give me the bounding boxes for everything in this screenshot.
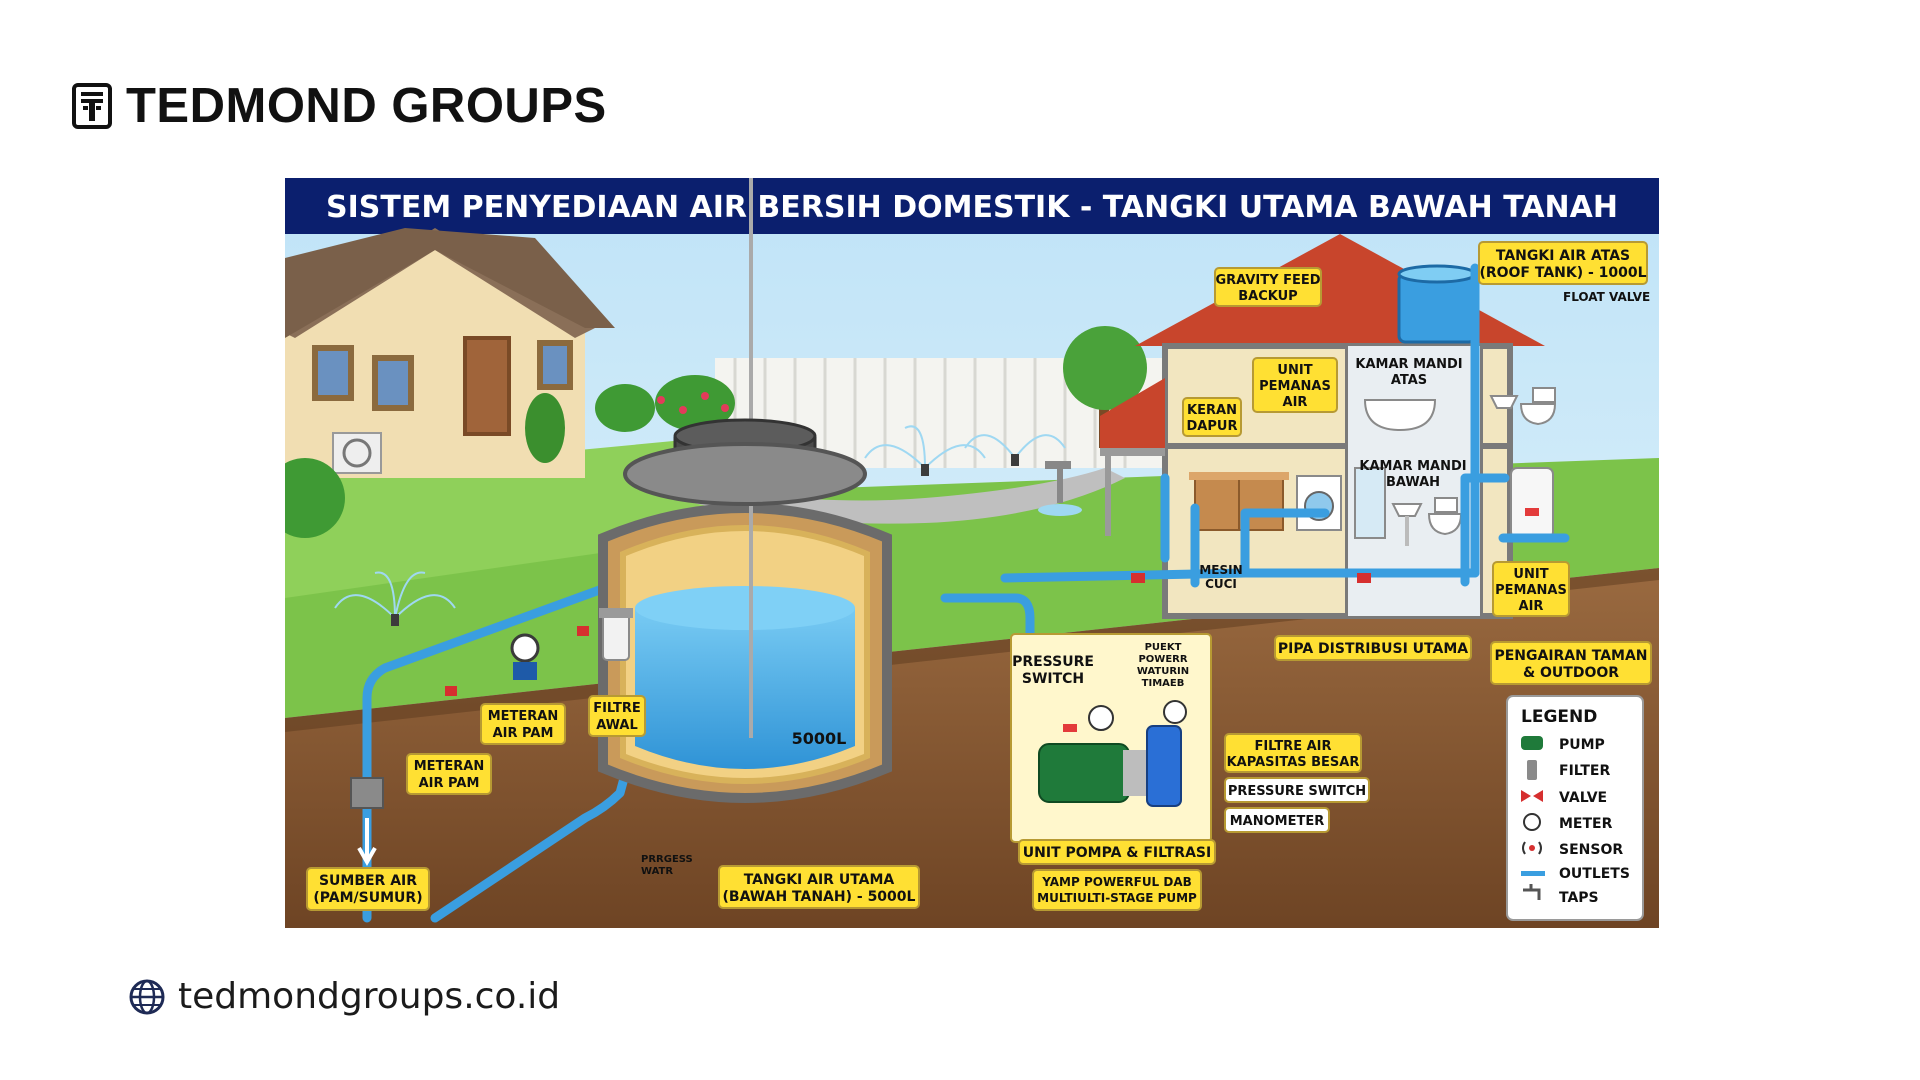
label-pressure-switch-box: PRESSURE SWITCH (1012, 654, 1094, 687)
pump-icon (1521, 736, 1543, 750)
label-meteran-pam-2: METERAN AIR PAM (407, 754, 491, 794)
svg-text:BACKUP: BACKUP (1238, 289, 1297, 304)
svg-text:(BAWAH TANAH) - 5000L: (BAWAH TANAH) - 5000L (723, 889, 916, 905)
brand-title: TEDMOND GROUPS (126, 78, 607, 134)
svg-text:AIR PAM: AIR PAM (419, 776, 480, 791)
svg-text:PIPA DISTRIBUSI UTAMA: PIPA DISTRIBUSI UTAMA (1278, 641, 1468, 657)
svg-text:(PAM/SUMUR): (PAM/SUMUR) (313, 890, 422, 906)
label-tangki-utama: TANGKI AIR UTAMA (BAWAH TANAH) - 5000L (719, 866, 919, 908)
legend-item-label: TAPS (1559, 890, 1599, 906)
prefilter-icon (599, 608, 633, 660)
meter-icon (1524, 814, 1540, 830)
svg-text:SUMBER AIR: SUMBER AIR (319, 873, 417, 889)
label-filtre-awal: FILTRE AWAL (589, 696, 645, 736)
svg-text:WATR: WATR (641, 866, 673, 877)
label-meteran-pam-1: METERAN AIR PAM (481, 704, 565, 744)
svg-text:TIMAEB: TIMAEB (1142, 678, 1185, 689)
label-pipa-distribusi: PIPA DISTRIBUSI UTAMA (1275, 636, 1471, 660)
water-system-diagram: SISTEM PENYEDIAAN AIR BERSIH DOMESTIK - … (285, 178, 1659, 928)
legend: LEGEND PUMP FILTER VALVE METER SENSOR OU… (1507, 696, 1643, 920)
svg-text:PEMANAS: PEMANAS (1259, 379, 1331, 394)
svg-text:KAMAR MANDI: KAMAR MANDI (1355, 357, 1462, 372)
legend-title: LEGEND (1521, 707, 1597, 727)
svg-text:METERAN: METERAN (414, 759, 485, 774)
svg-text:BAWAH: BAWAH (1386, 475, 1440, 490)
svg-text:PENGAIRAN TAMAN: PENGAIRAN TAMAN (1494, 648, 1647, 664)
legend-item-label: PUMP (1559, 737, 1605, 753)
svg-text:GRAVITY FEED: GRAVITY FEED (1216, 273, 1321, 288)
svg-text:MESIN: MESIN (1199, 563, 1242, 577)
svg-text:TANGKI AIR ATAS: TANGKI AIR ATAS (1496, 248, 1630, 264)
legend-item-label: METER (1559, 816, 1613, 832)
legend-item-label: OUTLETS (1559, 866, 1630, 882)
diagram-svg: SISTEM PENYEDIAAN AIR BERSIH DOMESTIK - … (285, 178, 1659, 928)
svg-text:METERAN: METERAN (488, 709, 559, 724)
label-filtre-air: FILTRE AIR KAPASITAS BESAR (1225, 734, 1361, 772)
outlets-icon (1521, 871, 1545, 876)
svg-text:DAPUR: DAPUR (1187, 419, 1238, 434)
legend-item-label: SENSOR (1559, 842, 1623, 858)
svg-text:AWAL: AWAL (596, 718, 638, 733)
svg-text:ATAS: ATAS (1391, 373, 1427, 388)
svg-text:PRRGESS: PRRGESS (641, 854, 693, 865)
svg-text:FILTRE AIR: FILTRE AIR (1254, 739, 1331, 754)
legend-item-label: FILTER (1559, 763, 1610, 779)
website-link[interactable]: tedmondgroups.co.id (178, 976, 560, 1017)
label-sumber-air: SUMBER AIR (PAM/SUMUR) (307, 868, 429, 910)
label-pump-desc: YAMP POWERFUL DAB MULTIULTI-STAGE PUMP (1033, 870, 1201, 910)
label-puekt-power: PUEKT POWERR WATURIN TIMAEB (1137, 642, 1189, 689)
svg-text:KAMAR MANDI: KAMAR MANDI (1359, 459, 1466, 474)
label-pressure-switch: PRESSURE SWITCH (1225, 778, 1369, 802)
svg-text:AIR PAM: AIR PAM (493, 726, 554, 741)
globe-icon (128, 978, 166, 1016)
svg-text:PEMANAS: PEMANAS (1495, 583, 1567, 598)
svg-text:PRESSURE: PRESSURE (1012, 654, 1094, 670)
footer: tedmondgroups.co.id (128, 976, 560, 1017)
svg-text:FILTRE: FILTRE (593, 701, 641, 716)
legend-item-label: VALVE (1559, 790, 1607, 806)
svg-text:UNIT: UNIT (1277, 363, 1312, 378)
svg-text:POWERR: POWERR (1138, 654, 1187, 665)
svg-text:AIR: AIR (1519, 599, 1544, 614)
label-unit-pemanas-bottom: UNIT PEMANAS AIR (1493, 562, 1569, 616)
water-meter-icon (512, 635, 538, 680)
svg-text:(ROOF TANK) - 1000L: (ROOF TANK) - 1000L (1479, 265, 1646, 281)
svg-text:MULTIULTI-STAGE PUMP: MULTIULTI-STAGE PUMP (1037, 891, 1197, 905)
svg-text:YAMP POWERFUL DAB: YAMP POWERFUL DAB (1041, 875, 1192, 889)
svg-text:PRESSURE SWITCH: PRESSURE SWITCH (1228, 784, 1366, 799)
svg-text:& OUTDOOR: & OUTDOOR (1523, 665, 1619, 681)
label-gravity-feed: GRAVITY FEED BACKUP (1215, 268, 1321, 306)
svg-text:UNIT POMPA & FILTRASI: UNIT POMPA & FILTRASI (1023, 845, 1211, 861)
filter-icon (1527, 760, 1537, 780)
label-unit-pompa: UNIT POMPA & FILTRASI (1019, 840, 1215, 864)
label-manometer: MANOMETER (1225, 808, 1329, 832)
label-mesin-cuci: MESIN CUCI (1199, 563, 1242, 591)
svg-text:AIR: AIR (1283, 395, 1308, 410)
label-unit-pemanas-top: UNIT PEMANAS AIR (1253, 358, 1337, 412)
svg-text:WATURIN: WATURIN (1137, 666, 1189, 677)
brand-header: TEDMOND GROUPS (72, 78, 607, 134)
label-pengairan-taman: PENGAIRAN TAMAN & OUTDOOR (1491, 642, 1651, 684)
label-roof-tank: TANGKI AIR ATAS (ROOF TANK) - 1000L (1479, 242, 1647, 284)
svg-text:PUEKT: PUEKT (1145, 642, 1182, 653)
svg-text:KAPASITAS BESAR: KAPASITAS BESAR (1227, 755, 1360, 770)
label-float-valve: FLOAT VALVE (1563, 290, 1650, 304)
diagram-title: SISTEM PENYEDIAAN AIR BERSIH DOMESTIK - … (326, 190, 1618, 225)
svg-text:KERAN: KERAN (1187, 403, 1237, 418)
label-tank-capacity: 5000L (792, 729, 847, 748)
svg-text:UNIT: UNIT (1513, 567, 1548, 582)
svg-text:SWITCH: SWITCH (1022, 671, 1084, 687)
tedmond-logo-icon (72, 83, 112, 129)
svg-text:MANOMETER: MANOMETER (1230, 814, 1325, 829)
roof-tank (1399, 266, 1475, 342)
water-source-well (351, 778, 383, 808)
svg-text:TANGKI AIR UTAMA: TANGKI AIR UTAMA (744, 872, 895, 888)
label-keran-dapur: KERAN DAPUR (1183, 398, 1241, 436)
svg-text:CUCI: CUCI (1205, 577, 1237, 591)
